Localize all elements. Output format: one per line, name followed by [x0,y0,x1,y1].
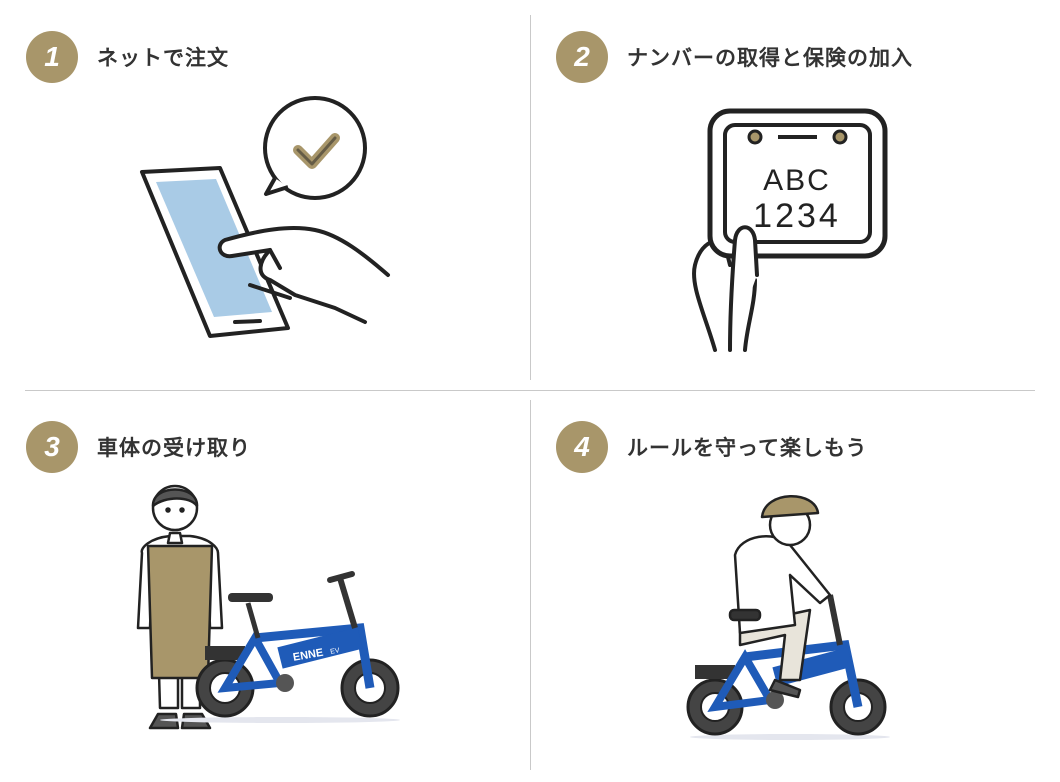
check-bubble-icon [263,96,367,200]
step-number-badge: 1 [26,31,78,83]
vertical-divider-top [530,15,531,380]
step-title: ネットで注文 [97,46,229,70]
rider-illustration [686,495,890,740]
plate-letters: ABC [763,164,831,197]
bike-brand-label: ENNE [292,647,324,664]
step-title: 車体の受け取り [97,436,251,460]
step-1-header: 1 ネットで注文 [26,31,229,83]
staff-person-icon [136,484,224,730]
step-4-header: 4 ルールを守って楽しもう [556,421,867,473]
horizontal-divider [25,390,1035,391]
step-2-header: 2 ナンバーの取得と保険の加入 [556,31,913,83]
phone-order-illustration [140,96,390,338]
plate-numbers: 1234 [753,197,841,235]
step-3-header: 3 車体の受け取り [26,421,251,473]
hand-icon [217,226,390,324]
vertical-divider-bottom [530,400,531,770]
phone-icon [140,166,290,338]
bike-handover-illustration: ENNE EV [136,484,400,730]
bike-logo-label: EV [330,647,341,656]
license-plate-illustration: ABC 1234 [692,108,888,352]
step-number-badge: 4 [556,421,608,473]
rider-person-icon [728,495,832,699]
step-title: ナンバーの取得と保険の加入 [627,46,913,70]
e-bike-icon: ENNE EV [160,571,400,723]
step-title: ルールを守って楽しもう [627,436,868,460]
step-number-badge: 2 [556,31,608,83]
step-number-badge: 3 [26,421,78,473]
